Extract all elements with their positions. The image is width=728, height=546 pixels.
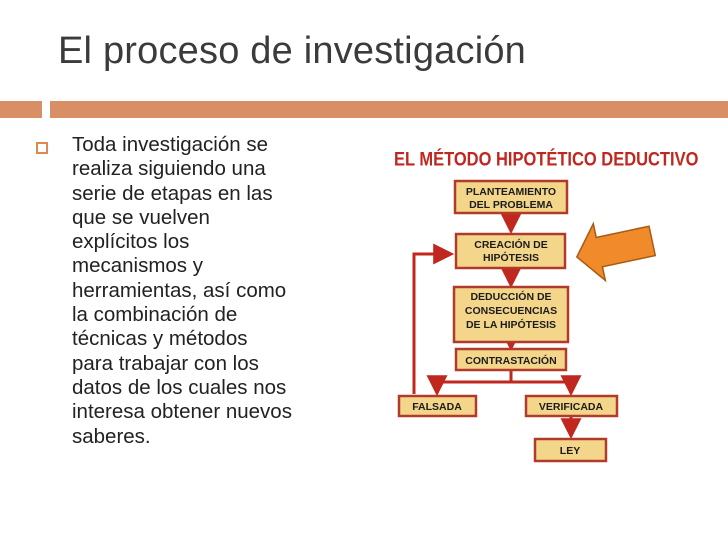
slide-title: El proceso de investigación xyxy=(58,30,527,72)
body-paragraph: Toda investigación se realiza siguiendo … xyxy=(72,133,372,449)
arrow-cont-to-falsada xyxy=(426,370,513,397)
body-line: que se vuelven xyxy=(72,205,210,229)
arrow-cont-to-verificada xyxy=(511,375,582,397)
body-line: realiza siguiendo una xyxy=(72,157,266,181)
box-label: DE LA HIPÓTESIS xyxy=(466,318,556,331)
body-line: datos de los cuales nos xyxy=(72,375,287,399)
box-verificada xyxy=(524,394,619,418)
accent-bar-right xyxy=(50,101,728,118)
accent-bar-left xyxy=(0,101,42,118)
arrow-falsada-loop-back xyxy=(412,243,455,394)
box-ley xyxy=(533,437,608,463)
body-line: para trabajar con los xyxy=(72,351,259,375)
body-line: la combinación de xyxy=(72,303,238,327)
box-label: DEL PROBLEMA xyxy=(469,199,553,211)
box-label: FALSADA xyxy=(412,401,462,413)
method-flow-diagram: EL MÉTODO HIPOTÉTICO DEDUCTIVO PLANTEAMI… xyxy=(394,148,699,463)
body-line: explícitos los xyxy=(72,230,190,254)
box-label: CONSECUENCIAS xyxy=(465,305,557,317)
box-label: VERIFICADA xyxy=(539,401,604,413)
box-label: HIPÓTESIS xyxy=(483,251,539,264)
left-pointing-block-arrow-icon xyxy=(575,221,657,283)
body-line: interesa obtener nuevos xyxy=(72,400,292,424)
box-creacion xyxy=(454,232,567,270)
box-planteamiento xyxy=(453,179,569,215)
box-label: CREACIÓN DE xyxy=(474,238,548,251)
box-label: CONTRASTACIÓN xyxy=(465,354,556,367)
body-line: serie de etapas en las xyxy=(72,181,273,205)
body-line: Toda investigación se xyxy=(72,133,269,156)
box-label: DEDUCCIÓN DE xyxy=(470,290,551,303)
diagram-title: EL MÉTODO HIPOTÉTICO DEDUCTIVO xyxy=(394,148,699,170)
body-line: saberes. xyxy=(72,424,151,448)
box-deduccion xyxy=(452,285,570,344)
body-line: técnicas y métodos xyxy=(72,327,248,351)
box-label: LEY xyxy=(560,445,580,457)
hollow-square-bullet-icon xyxy=(36,142,48,154)
box-contrastacion xyxy=(454,347,568,372)
box-label: PLANTEAMIENTO xyxy=(466,186,556,198)
box-falsada xyxy=(397,394,478,418)
body-line: herramientas, así como xyxy=(72,278,287,302)
body-line: mecanismos y xyxy=(72,254,204,278)
